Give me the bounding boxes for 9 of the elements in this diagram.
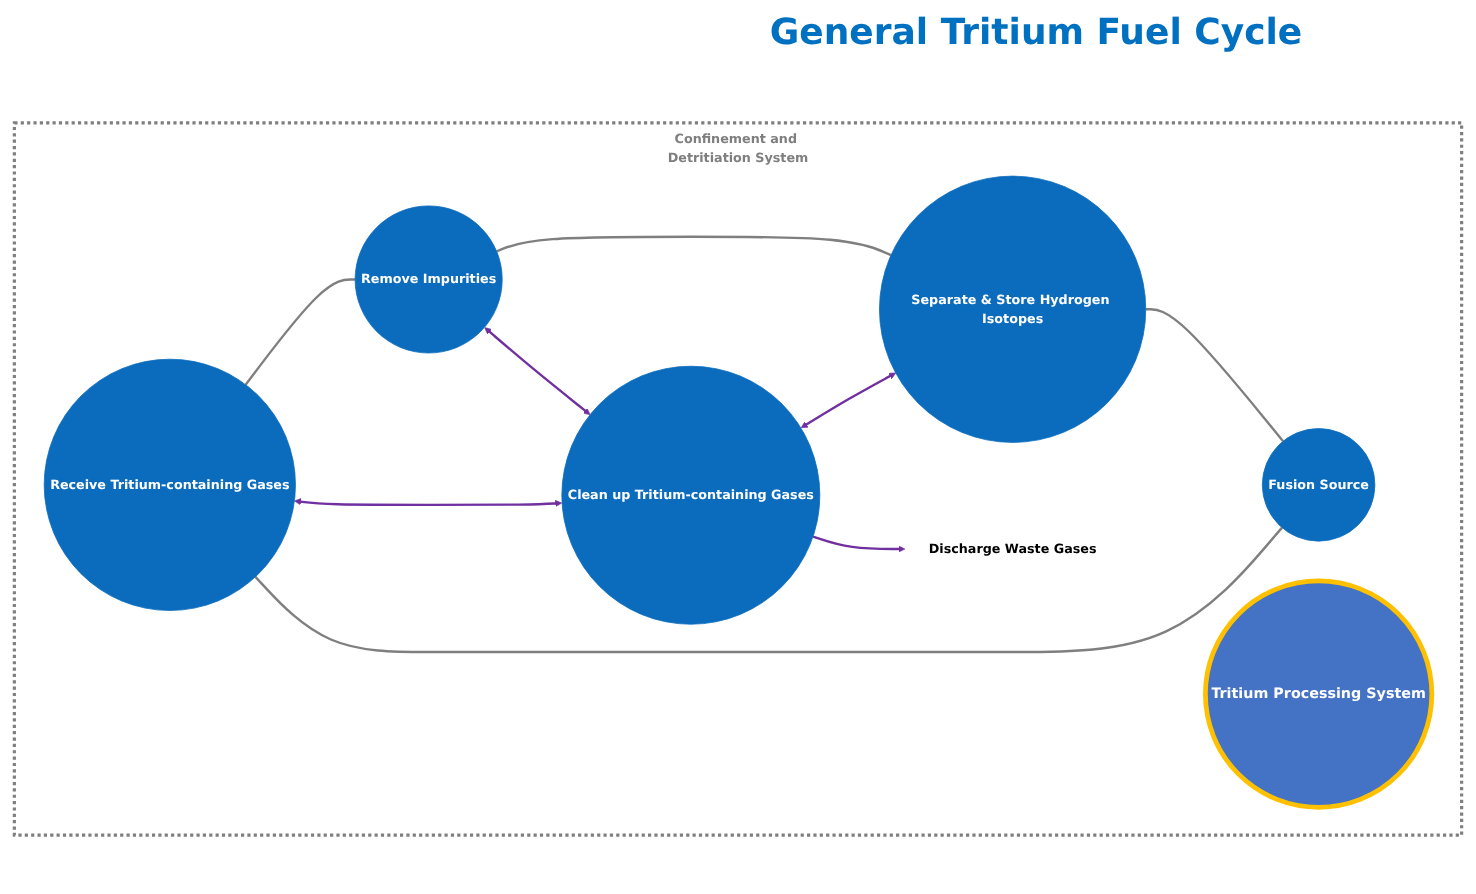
arrow: [484, 327, 591, 415]
connector: [1145, 308, 1284, 442]
connector: [244, 278, 356, 386]
arrow: [800, 372, 896, 429]
connector: [496, 235, 892, 257]
arrow: [812, 535, 906, 553]
connector: [254, 526, 1283, 654]
arrow: [294, 498, 563, 507]
diagram-title: General Tritium Fuel Cycle: [767, 12, 1305, 54]
